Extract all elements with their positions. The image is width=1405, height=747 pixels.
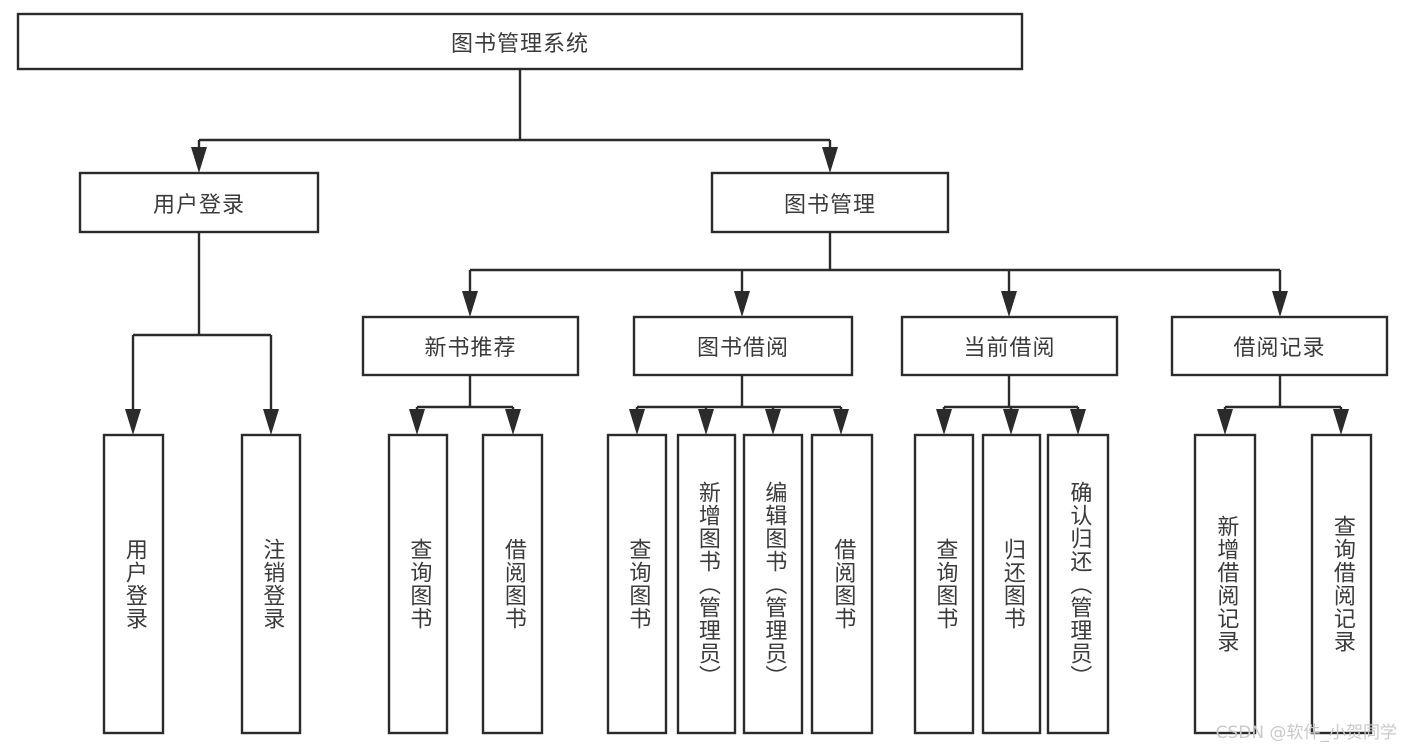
leaf-box-查询借阅记录[interactable] xyxy=(1310,433,1373,735)
arrow-head-icon xyxy=(191,147,207,173)
leaf-box-新增借阅记录[interactable] xyxy=(1193,433,1257,735)
arrow-head-icon xyxy=(1001,291,1017,317)
arrow-head-icon xyxy=(629,409,645,435)
arrow-head-icon xyxy=(765,409,781,435)
arrow-head-icon xyxy=(125,409,141,435)
arrow-head-icon xyxy=(822,147,838,173)
arrow-head-icon xyxy=(409,409,425,435)
leaf-box-归还图书[interactable] xyxy=(981,433,1042,735)
arrow-head-icon xyxy=(734,291,750,317)
arrow-head-icon xyxy=(1272,291,1288,317)
connector-layer xyxy=(125,69,1349,435)
level2-box-图书借阅[interactable] xyxy=(632,315,854,377)
arrow-head-icon xyxy=(936,409,952,435)
watermark: CSDN @软件_小贺同学 xyxy=(1215,723,1397,743)
level2-box-新书推荐[interactable] xyxy=(361,315,580,377)
arrow-head-icon xyxy=(1003,409,1019,435)
level2-box-当前借阅[interactable] xyxy=(900,315,1119,377)
leaf-box-注销登录[interactable] xyxy=(240,433,302,735)
level2-box-借阅记录[interactable] xyxy=(1170,315,1389,377)
arrow-head-icon xyxy=(1070,409,1086,435)
arrow-head-icon xyxy=(462,291,478,317)
arrow-head-icon xyxy=(833,409,849,435)
box-layer xyxy=(16,12,1389,735)
leaf-box-编辑图书管理员[interactable] xyxy=(742,433,804,735)
level1-box-用户登录[interactable] xyxy=(78,171,320,234)
leaf-box-查询图书[interactable] xyxy=(913,433,975,735)
arrow-head-icon xyxy=(263,409,279,435)
leaf-box-查询图书[interactable] xyxy=(606,433,668,735)
leaf-box-借阅图书[interactable] xyxy=(810,433,874,735)
arrow-head-icon xyxy=(505,409,521,435)
arrow-head-icon xyxy=(1333,409,1349,435)
arrow-head-icon xyxy=(698,409,714,435)
leaf-box-用户登录[interactable] xyxy=(102,433,165,735)
root-box-图书管理系统[interactable] xyxy=(16,12,1024,71)
level1-box-图书管理[interactable] xyxy=(710,171,950,234)
leaf-box-查询图书[interactable] xyxy=(387,433,449,735)
leaf-box-借阅图书[interactable] xyxy=(481,433,544,735)
arrow-head-icon xyxy=(1217,409,1233,435)
leaf-box-新增图书管理员[interactable] xyxy=(676,433,737,735)
leaf-box-确认归还管理员[interactable] xyxy=(1046,433,1110,735)
